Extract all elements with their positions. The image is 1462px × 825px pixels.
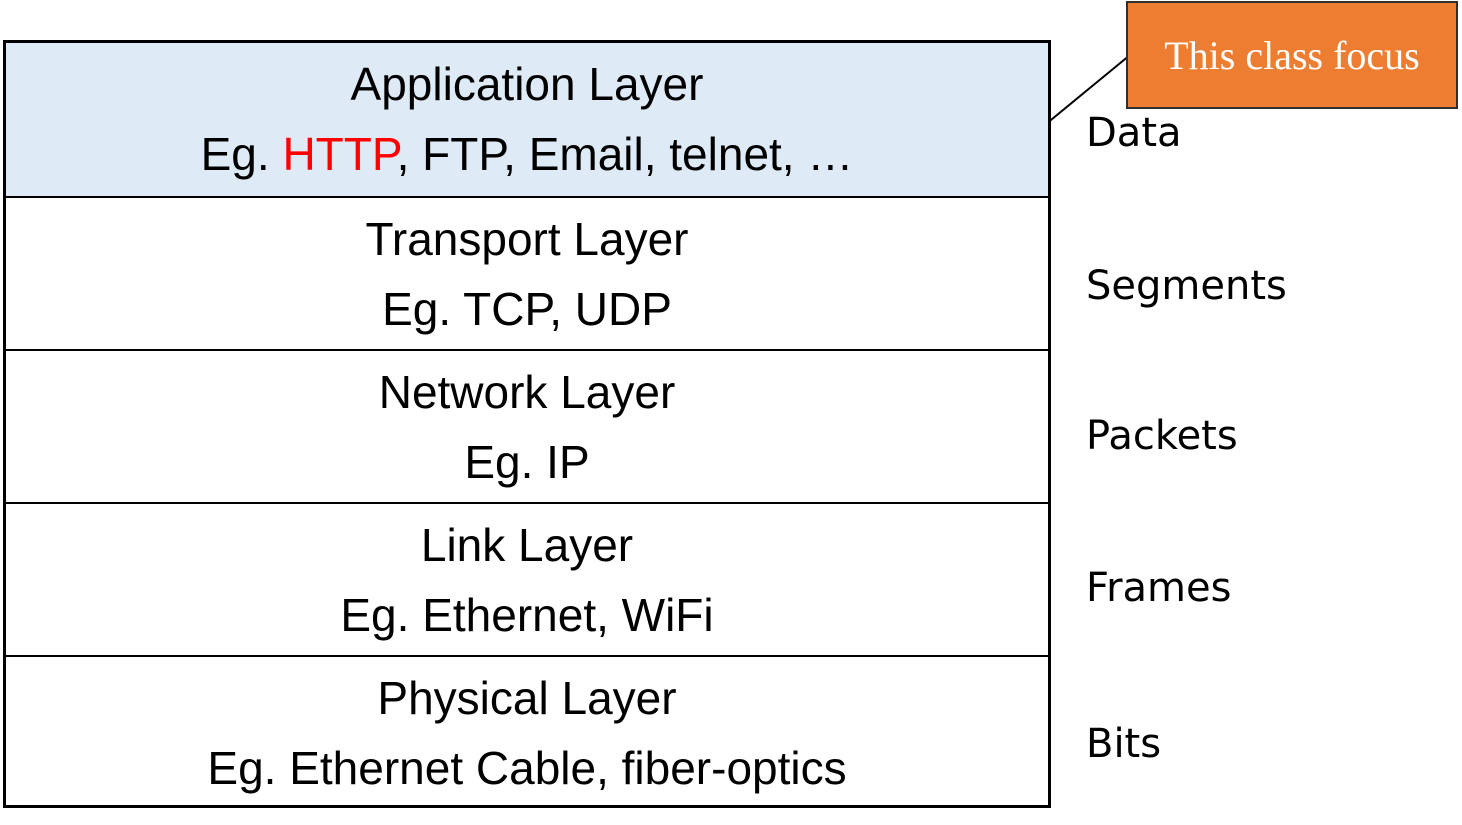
transport-layer-examples: Eg. TCP, UDP	[382, 283, 672, 335]
physical-layer-examples: Eg. Ethernet Cable, fiber-optics	[207, 742, 847, 794]
network-layer-block: Network Layer Eg. IP	[6, 349, 1048, 503]
network-layer-stack: Application Layer Eg. HTTP, FTP, Email, …	[3, 40, 1051, 808]
pdu-label-data: Data	[1086, 110, 1182, 156]
application-examples-prefix: Eg.	[200, 128, 283, 180]
network-layer-examples: Eg. IP	[464, 436, 590, 488]
physical-layer-block: Physical Layer Eg. Ethernet Cable, fiber…	[6, 655, 1048, 805]
physical-layer-title: Physical Layer	[377, 672, 677, 724]
application-layer-title: Application Layer	[350, 58, 704, 110]
application-layer-block: Application Layer Eg. HTTP, FTP, Email, …	[6, 43, 1048, 197]
application-examples-rest: , FTP, Email, telnet, …	[396, 128, 854, 180]
link-layer-block: Link Layer Eg. Ethernet, WiFi	[6, 502, 1048, 656]
pdu-label-frames: Frames	[1086, 565, 1232, 611]
pdu-label-segments: Segments	[1086, 263, 1287, 309]
link-layer-examples: Eg. Ethernet, WiFi	[340, 589, 714, 641]
pdu-label-packets: Packets	[1086, 413, 1238, 459]
pdu-label-bits: Bits	[1086, 721, 1162, 767]
transport-layer-block: Transport Layer Eg. TCP, UDP	[6, 196, 1048, 350]
link-layer-title: Link Layer	[420, 519, 634, 571]
network-layer-title: Network Layer	[378, 366, 676, 418]
transport-layer-title: Transport Layer	[365, 213, 689, 265]
application-layer-examples: Eg. HTTP, FTP, Email, telnet, …	[6, 131, 1048, 177]
class-focus-callout: This class focus	[1126, 1, 1458, 109]
application-examples-highlight: HTTP	[282, 128, 397, 180]
